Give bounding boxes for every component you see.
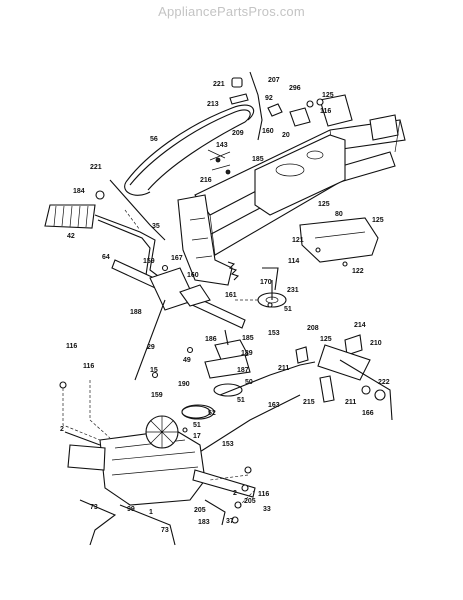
part-label-143: 143: [216, 142, 228, 149]
part-label-116: 116: [258, 491, 269, 498]
part-label-159: 159: [151, 392, 163, 399]
part-label-15: 15: [150, 367, 158, 374]
drive-belt: [124, 104, 255, 196]
part-label-73: 73: [161, 527, 169, 534]
part-label-51: 51: [193, 422, 201, 429]
transaxle: [64, 405, 256, 546]
part-label-49: 49: [183, 357, 191, 364]
part-label-1: 1: [149, 509, 153, 516]
part-label-125: 125: [318, 201, 330, 208]
part-label-211: 211: [345, 399, 356, 406]
part-label-153: 153: [222, 441, 234, 448]
part-label-121: 121: [292, 237, 304, 244]
part-label-211: 211: [278, 365, 289, 372]
part-label-209: 209: [232, 130, 244, 137]
part-label-160: 160: [262, 128, 274, 135]
part-label-187: 187: [237, 367, 249, 374]
part-label-161: 161: [225, 292, 237, 299]
part-label-73: 73: [90, 504, 98, 511]
part-label-99: 99: [127, 506, 135, 513]
part-label-221: 221: [90, 164, 102, 171]
part-label-170: 170: [260, 279, 272, 286]
part-label-50: 50: [245, 379, 253, 386]
part-label-153: 153: [268, 330, 280, 337]
part-label-114: 114: [288, 258, 299, 265]
part-label-20: 20: [282, 132, 290, 139]
part-label-208: 208: [307, 325, 319, 332]
part-label-190: 190: [178, 381, 190, 388]
part-label-51: 51: [284, 306, 292, 313]
part-label-167: 167: [171, 255, 183, 262]
hardware: [59, 247, 348, 524]
part-label-188: 188: [130, 309, 142, 316]
part-label-125: 125: [320, 336, 332, 343]
part-label-296: 296: [289, 85, 301, 92]
part-label-64: 64: [102, 254, 110, 261]
lever-rod: [109, 179, 166, 241]
pedal-assembly: [219, 334, 393, 421]
part-label-122: 122: [352, 268, 364, 275]
part-label-2: 2: [60, 426, 64, 433]
top-fittings: [207, 71, 324, 175]
part-label-183: 183: [198, 519, 210, 526]
part-label-185: 185: [242, 335, 254, 342]
part-label-37: 37: [226, 518, 234, 525]
part-label-214: 214: [354, 322, 366, 329]
part-label-17: 17: [193, 433, 201, 440]
part-label-125: 125: [322, 92, 334, 99]
part-label-42: 42: [67, 233, 75, 240]
part-label-205: 205: [194, 507, 206, 514]
part-label-2: 2: [233, 490, 237, 497]
part-label-56: 56: [150, 136, 158, 143]
watermark-text: AppliancePartsPros.com: [158, 4, 305, 19]
part-label-189: 189: [241, 350, 253, 357]
cross-shaft: [111, 259, 246, 381]
idler-pulley-upper: [257, 267, 287, 308]
part-label-80: 80: [335, 211, 343, 218]
leader-lines: [62, 209, 260, 506]
part-label-221: 221: [213, 81, 225, 88]
part-label-186: 186: [205, 336, 217, 343]
link-rod: [194, 394, 301, 456]
part-label-205: 205: [244, 498, 256, 505]
part-label-92: 92: [265, 95, 273, 102]
part-label-51: 51: [237, 397, 245, 404]
part-label-29: 29: [147, 344, 155, 351]
part-label-184: 184: [73, 188, 85, 195]
idler-bracket-assembly: [181, 329, 251, 420]
part-label-160: 160: [187, 272, 199, 279]
part-label-231: 231: [287, 287, 299, 294]
part-label-125: 125: [372, 217, 384, 224]
tension-spring: [227, 261, 240, 281]
hand-grip: [44, 190, 171, 291]
part-label-215: 215: [303, 399, 315, 406]
part-label-185: 185: [252, 156, 264, 163]
part-label-116: 116: [83, 363, 94, 370]
part-labels: 221 213 207 92 296 125 116 20 160 209 56…: [60, 77, 390, 534]
part-label-116: 116: [66, 343, 77, 350]
part-label-52: 52: [208, 410, 216, 417]
part-label-116: 116: [320, 108, 331, 115]
part-label-166: 166: [362, 410, 374, 417]
part-label-35: 35: [152, 223, 160, 230]
part-label-216: 216: [200, 177, 212, 184]
part-label-159: 159: [143, 258, 155, 265]
part-label-222: 222: [378, 379, 390, 386]
part-label-163: 163: [268, 402, 280, 409]
part-label-210: 210: [370, 340, 382, 347]
part-label-33: 33: [263, 506, 271, 513]
part-label-207: 207: [268, 77, 280, 84]
part-label-213: 213: [207, 101, 219, 108]
chassis-frame: [177, 94, 406, 286]
